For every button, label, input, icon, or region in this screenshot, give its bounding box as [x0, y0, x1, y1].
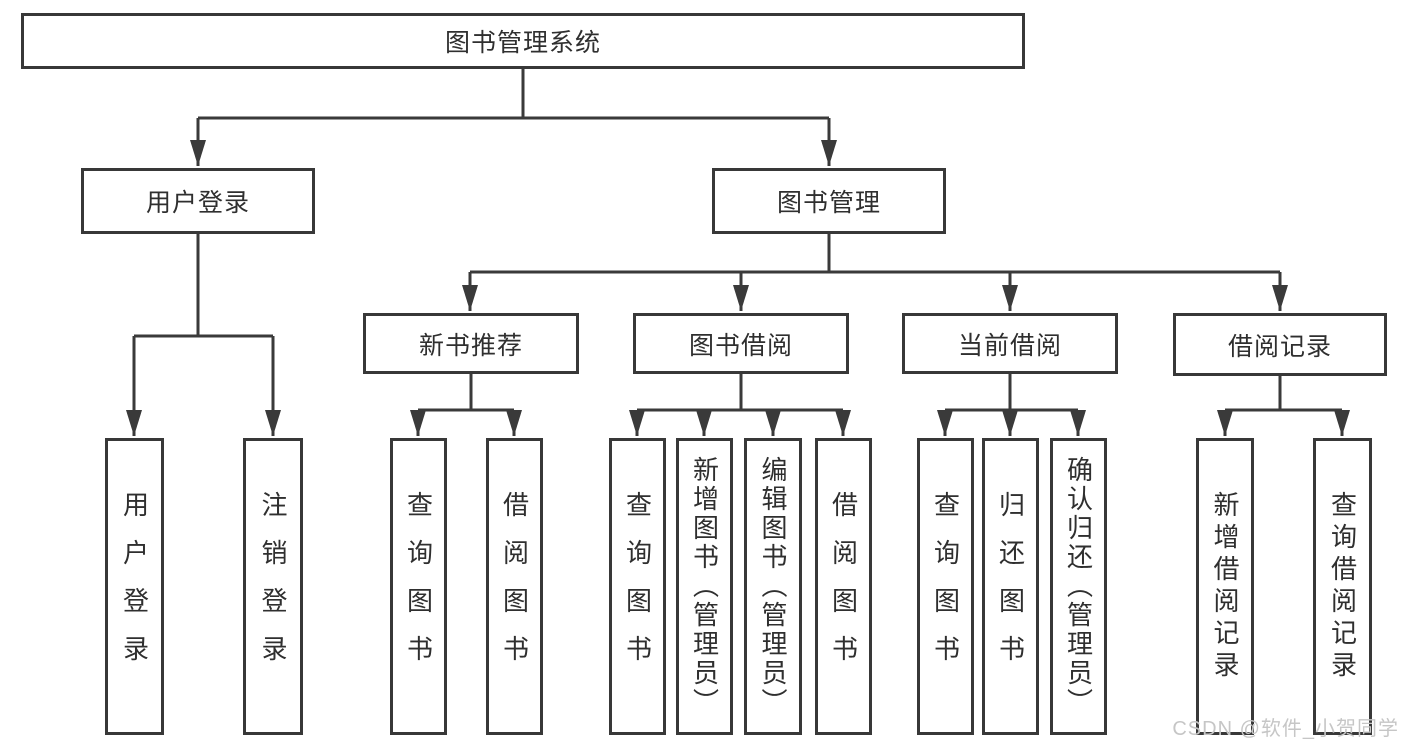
csdn-watermark: CSDN @软件_小贺同学 — [1172, 718, 1399, 740]
leaf-add-book-admin-label: 新增图书（管理员） — [689, 456, 720, 717]
leaf-add-borrow-record-label: 新增借阅记录 — [1210, 490, 1240, 683]
leaf-return-book: 归还图书 — [982, 438, 1039, 735]
node-new-book-recommend-label: 新书推荐 — [418, 331, 523, 360]
leaf-borrow-book: 借阅图书 — [815, 438, 872, 735]
leaf-confirm-return-admin-label: 确认归还（管理员） — [1063, 456, 1094, 717]
node-book-borrow-label: 图书借阅 — [688, 331, 793, 360]
leaf-edit-book-admin-label: 编辑图书（管理员） — [758, 456, 788, 717]
leaf-borrow-book-label: 借阅图书 — [828, 490, 859, 683]
leaf-borrow-query-book: 查询图书 — [609, 438, 666, 735]
node-borrow-record: 借阅记录 — [1173, 313, 1387, 376]
leaf-add-borrow-record: 新增借阅记录 — [1196, 438, 1254, 735]
node-book-management-label: 图书管理 — [776, 189, 881, 217]
leaf-logout-login-label: 注销登录 — [258, 490, 288, 683]
leaf-query-borrow-record: 查询借阅记录 — [1313, 438, 1372, 735]
node-library-system: 图书管理系统 — [21, 13, 1025, 69]
leaf-confirm-return-admin: 确认归还（管理员） — [1050, 438, 1107, 735]
leaf-return-book-label: 归还图书 — [995, 490, 1026, 683]
leaf-borrow-query-book-label: 查询图书 — [622, 490, 653, 683]
leaf-current-query-book: 查询图书 — [917, 438, 974, 735]
node-current-borrow-label: 当前借阅 — [957, 331, 1062, 360]
leaf-edit-book-admin: 编辑图书（管理员） — [744, 438, 802, 735]
leaf-logout-login: 注销登录 — [243, 438, 303, 735]
leaf-user-login: 用户登录 — [105, 438, 164, 735]
leaf-recommend-borrow-book-label: 借阅图书 — [499, 490, 530, 683]
node-book-borrow: 图书借阅 — [633, 313, 849, 374]
leaf-query-borrow-record-label: 查询借阅记录 — [1327, 490, 1358, 683]
leaf-user-login-label: 用户登录 — [119, 490, 150, 683]
leaf-recommend-query-book: 查询图书 — [390, 438, 447, 735]
node-new-book-recommend: 新书推荐 — [363, 313, 579, 374]
leaf-current-query-book-label: 查询图书 — [930, 490, 961, 683]
node-current-borrow: 当前借阅 — [902, 313, 1118, 374]
node-library-system-label: 图书管理系统 — [444, 29, 601, 57]
node-borrow-record-label: 借阅记录 — [1227, 332, 1332, 361]
node-user-login-label: 用户登录 — [145, 189, 250, 217]
node-user-login: 用户登录 — [81, 168, 315, 234]
leaf-add-book-admin: 新增图书（管理员） — [676, 438, 733, 735]
leaf-recommend-borrow-book: 借阅图书 — [486, 438, 543, 735]
node-book-management: 图书管理 — [712, 168, 946, 234]
leaf-recommend-query-book-label: 查询图书 — [403, 490, 434, 683]
